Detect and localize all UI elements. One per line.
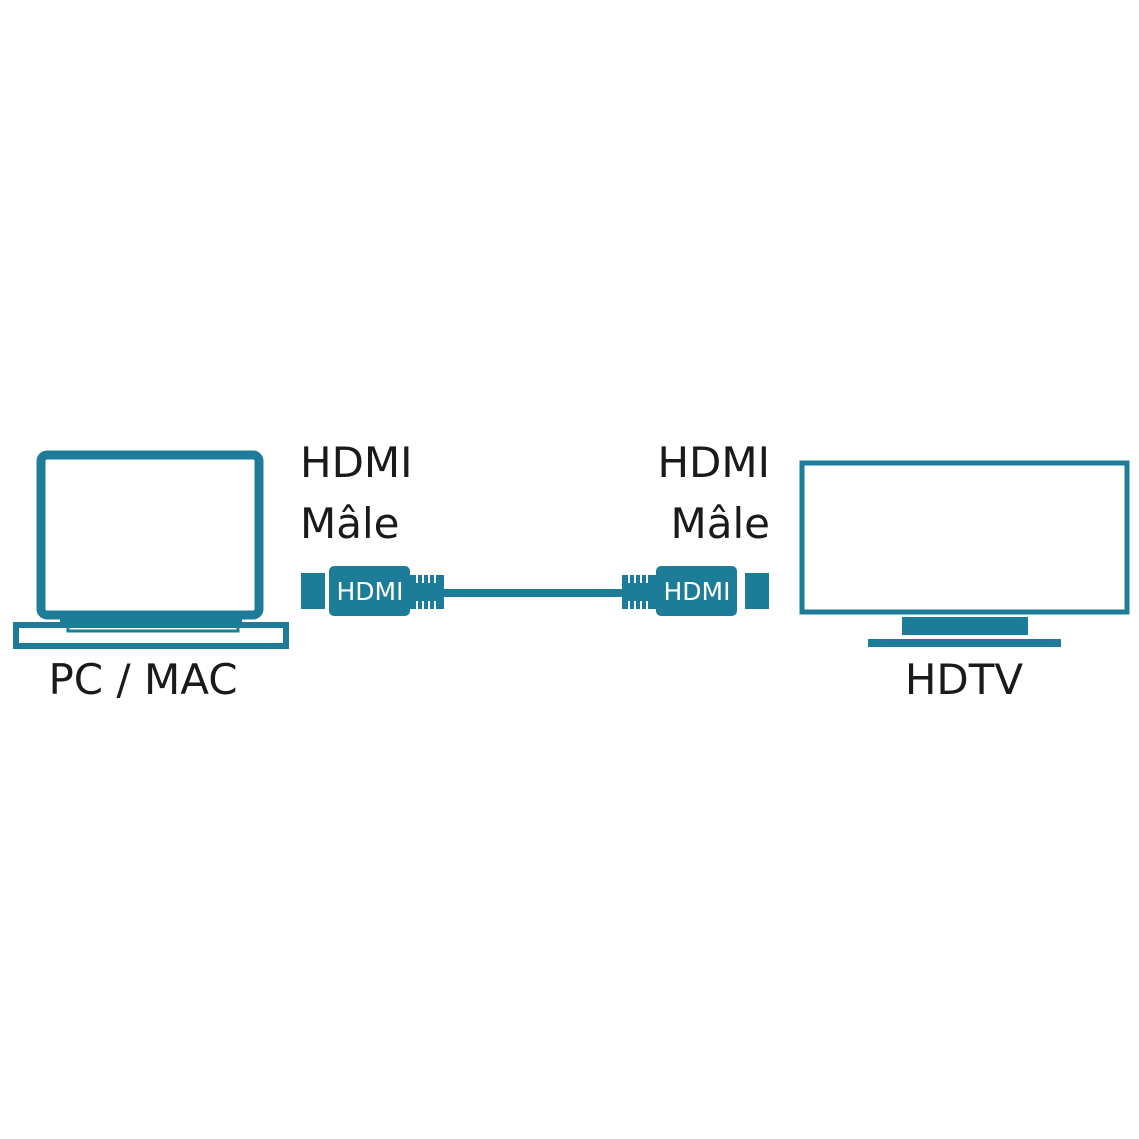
source-label: PC / MAC xyxy=(48,655,237,704)
tv-icon xyxy=(799,460,1130,647)
hdmi-cable-icon: HDMI HDMI xyxy=(301,566,769,616)
left-connector-gender-label: Mâle xyxy=(300,499,399,548)
destination-label: HDTV xyxy=(905,655,1024,704)
right-connector-gender-label: Mâle xyxy=(671,499,770,548)
left-connector-type-label: HDMI xyxy=(300,438,413,487)
laptop-icon xyxy=(13,450,289,649)
right-connector-type-label: HDMI xyxy=(657,438,770,487)
left-plug-label: HDMI xyxy=(337,577,404,606)
right-plug-label: HDMI xyxy=(664,577,731,606)
